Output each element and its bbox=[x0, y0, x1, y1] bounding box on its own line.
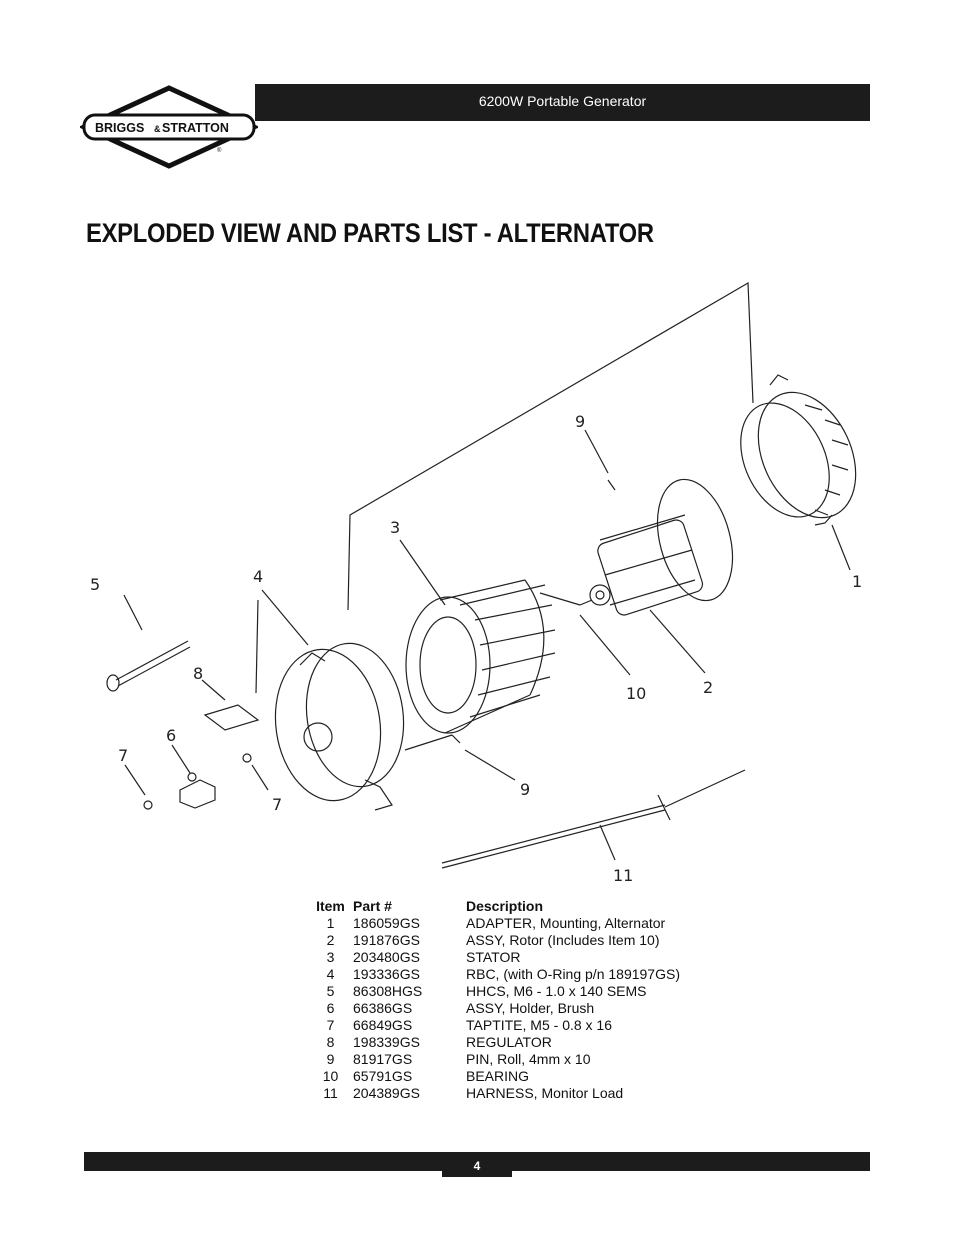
item-number: 8 bbox=[326, 1034, 335, 1050]
callout-11: 11 bbox=[613, 866, 633, 885]
part-description: HARNESS, Monitor Load bbox=[466, 1085, 624, 1101]
item-number: 1 bbox=[326, 915, 335, 931]
adapter-part bbox=[740, 374, 857, 526]
callout-7a: 7 bbox=[118, 746, 128, 765]
table-row: 7 66849GS TAPTITE, M5 - 0.8 x 16 bbox=[313, 1017, 680, 1034]
logo-text-right: STRATTON bbox=[162, 121, 229, 135]
column-header-part: Part # bbox=[353, 898, 392, 914]
part-number: 186059GS bbox=[353, 915, 420, 931]
regulator-part bbox=[203, 704, 260, 731]
guide-line-left bbox=[255, 599, 259, 694]
column-header-item: Item bbox=[316, 898, 345, 914]
column-header-description: Description bbox=[466, 898, 544, 914]
pin-part bbox=[607, 479, 616, 491]
item-number: 2 bbox=[326, 932, 335, 948]
part-description: REGULATOR bbox=[466, 1034, 552, 1050]
briggs-stratton-logo: BRIGGS & STRATTON ® bbox=[80, 85, 258, 169]
part-number: 204389GS bbox=[353, 1085, 420, 1101]
header-bar: 6200W Portable Generator bbox=[255, 84, 870, 121]
guide-line-rotor bbox=[539, 592, 581, 606]
part-number: 198339GS bbox=[353, 1034, 420, 1050]
part-number: 65791GS bbox=[353, 1068, 413, 1084]
stator-part bbox=[405, 579, 556, 734]
table-row: 3 203480GS STATOR bbox=[313, 949, 680, 966]
page-number: 4 bbox=[442, 1152, 512, 1177]
callout-1: 1 bbox=[852, 572, 862, 591]
part-number: 86308HGS bbox=[353, 983, 423, 999]
part-description: ASSY, Rotor (Includes Item 10) bbox=[466, 932, 660, 948]
item-number: 10 bbox=[322, 1068, 339, 1084]
logo-text-amp: & bbox=[154, 124, 161, 134]
bearing-carrier-part bbox=[274, 642, 405, 811]
table-row: 11 204389GS HARNESS, Monitor Load bbox=[313, 1085, 680, 1102]
callout-4: 4 bbox=[253, 567, 263, 586]
rotor-part bbox=[579, 478, 734, 616]
callout-2: 2 bbox=[703, 678, 713, 697]
screw-part bbox=[143, 800, 153, 810]
table-row: 1 186059GS ADAPTER, Mounting, Alternator bbox=[313, 915, 680, 932]
parts-list-header: Item Part # Description bbox=[313, 898, 680, 915]
table-row: 9 81917GS PIN, Roll, 4mm x 10 bbox=[313, 1051, 680, 1068]
callout-3: 3 bbox=[390, 518, 400, 537]
exploded-view-diagram: 1 2 3 4 5 6 7 7 8 9 9 10 11 bbox=[90, 281, 862, 885]
logo-registered-mark: ® bbox=[217, 147, 222, 154]
item-number: 4 bbox=[326, 966, 335, 982]
callout-9a: 9 bbox=[575, 412, 585, 431]
table-row: 4 193336GS RBC, (with O-Ring p/n 189197G… bbox=[313, 966, 680, 983]
item-number: 3 bbox=[326, 949, 335, 965]
callout-6: 6 bbox=[166, 726, 176, 745]
bolt-part bbox=[106, 640, 191, 692]
item-number: 6 bbox=[326, 1000, 335, 1016]
part-description: BEARING bbox=[466, 1068, 530, 1084]
item-number: 9 bbox=[326, 1051, 335, 1067]
part-description: PIN, Roll, 4mm x 10 bbox=[466, 1051, 591, 1067]
page-title: EXPLODED VIEW AND PARTS LIST - ALTERNATO… bbox=[86, 218, 654, 248]
part-number: 203480GS bbox=[353, 949, 420, 965]
table-row: 8 198339GS REGULATOR bbox=[313, 1034, 680, 1051]
guide-line-top bbox=[347, 281, 754, 611]
callout-9b: 9 bbox=[520, 780, 530, 799]
guide-line-pin bbox=[404, 734, 453, 751]
callout-5: 5 bbox=[90, 575, 100, 594]
part-number: 66849GS bbox=[353, 1017, 413, 1033]
table-row: 10 65791GS BEARING bbox=[313, 1068, 680, 1085]
part-description: ASSY, Holder, Brush bbox=[466, 1000, 595, 1016]
item-number: 11 bbox=[323, 1085, 338, 1101]
callout-8: 8 bbox=[193, 664, 203, 683]
part-description: STATOR bbox=[466, 949, 521, 965]
pin-part bbox=[451, 734, 461, 744]
part-description: TAPTITE, M5 - 0.8 x 16 bbox=[466, 1017, 613, 1033]
item-number: 5 bbox=[326, 983, 335, 999]
part-number: 191876GS bbox=[353, 932, 420, 948]
logo-text-left: BRIGGS bbox=[95, 121, 144, 135]
callout-10: 10 bbox=[626, 684, 646, 703]
table-row: 6 66386GS ASSY, Holder, Brush bbox=[313, 1000, 680, 1017]
part-description: ADAPTER, Mounting, Alternator bbox=[466, 915, 666, 931]
parts-list-table: Item Part # Description 1 186059GS ADAPT… bbox=[313, 898, 680, 1102]
callout-7b: 7 bbox=[272, 795, 282, 814]
harness-part bbox=[441, 769, 746, 869]
table-row: 5 86308HGS HHCS, M6 - 1.0 x 140 SEMS bbox=[313, 983, 680, 1000]
screw-part bbox=[242, 753, 252, 763]
part-number: 193336GS bbox=[353, 966, 420, 982]
part-description: RBC, (with O-Ring p/n 189197GS) bbox=[466, 966, 680, 982]
table-row: 2 191876GS ASSY, Rotor (Includes Item 10… bbox=[313, 932, 680, 949]
item-number: 7 bbox=[326, 1017, 335, 1033]
part-number: 81917GS bbox=[353, 1051, 413, 1067]
brush-holder-part bbox=[179, 772, 216, 809]
part-description: HHCS, M6 - 1.0 x 140 SEMS bbox=[466, 983, 647, 999]
document-title: 6200W Portable Generator bbox=[478, 93, 647, 109]
part-number: 66386GS bbox=[353, 1000, 413, 1016]
